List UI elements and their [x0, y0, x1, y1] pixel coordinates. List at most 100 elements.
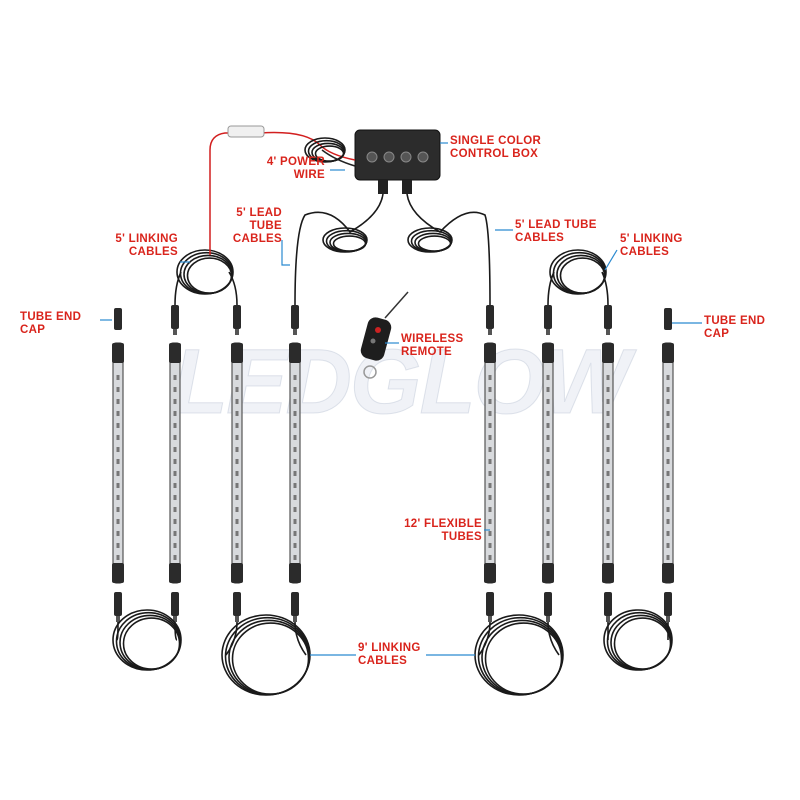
led-chip — [606, 435, 610, 440]
led-chip — [488, 399, 492, 404]
control-box-plug — [402, 180, 412, 194]
tube-end-connector — [289, 563, 301, 583]
led-chip — [116, 387, 120, 392]
tube-end-connector — [602, 563, 614, 583]
led-chip — [293, 507, 297, 512]
tube-end-cap — [114, 308, 122, 330]
led-chip — [293, 471, 297, 476]
led-chip — [173, 495, 177, 500]
led-chip — [606, 543, 610, 548]
bottom-connector — [546, 616, 550, 622]
bottom-connector — [293, 616, 297, 622]
led-chip — [293, 531, 297, 536]
led-chip — [235, 543, 239, 548]
led-chip — [666, 519, 670, 524]
led-chip — [116, 447, 120, 452]
led-chip — [173, 507, 177, 512]
tube-end-connector — [542, 563, 554, 583]
led-chip — [293, 543, 297, 548]
control-box-button — [366, 151, 378, 163]
led-chip — [488, 411, 492, 416]
led-chip — [666, 399, 670, 404]
top-connector — [173, 329, 177, 335]
led-chip — [666, 435, 670, 440]
linking-cable — [228, 271, 238, 306]
lead-cable-coil — [332, 235, 367, 252]
led-chip — [546, 507, 550, 512]
led-chip — [606, 375, 610, 380]
ledglow-watermark: LEDGLOW — [171, 331, 630, 434]
led-chip — [173, 399, 177, 404]
led-chip — [173, 555, 177, 560]
led-chip — [488, 375, 492, 380]
control-box-button — [383, 151, 395, 163]
led-chip — [606, 471, 610, 476]
led-chip — [293, 555, 297, 560]
led-chip — [546, 411, 550, 416]
led-chip — [488, 471, 492, 476]
led-chip — [666, 423, 670, 428]
led-chip — [546, 531, 550, 536]
remote-antenna — [384, 291, 409, 319]
lead-tube-cable — [406, 193, 491, 306]
led-chip — [235, 375, 239, 380]
led-chip — [293, 411, 297, 416]
top-connector — [606, 329, 610, 335]
led-chip — [116, 531, 120, 536]
led-chip — [546, 495, 550, 500]
led-chip — [546, 387, 550, 392]
led-chip — [666, 459, 670, 464]
leader-line — [281, 240, 290, 266]
tube-end-cap — [664, 308, 672, 330]
led-chip — [116, 495, 120, 500]
linking-cable-coil — [186, 257, 233, 294]
led-chip — [606, 411, 610, 416]
led-chip — [666, 471, 670, 476]
led-chip — [666, 507, 670, 512]
led-chip — [173, 459, 177, 464]
top-connector — [544, 305, 552, 329]
bottom-connector — [486, 592, 494, 616]
led-chip — [666, 387, 670, 392]
tube-end-connector — [542, 343, 554, 363]
top-connector — [604, 305, 612, 329]
led-chip — [116, 483, 120, 488]
led-chip — [235, 387, 239, 392]
led-chip — [293, 435, 297, 440]
top-connector — [233, 305, 241, 329]
wireless-remote — [360, 317, 392, 361]
bottom-connector — [171, 592, 179, 616]
led-chip — [488, 507, 492, 512]
led-chip — [173, 471, 177, 476]
led-chip — [546, 447, 550, 452]
remote-button — [370, 338, 376, 344]
led-chip — [606, 531, 610, 536]
led-chip — [235, 495, 239, 500]
linking-cable — [601, 271, 609, 306]
bottom-connector — [604, 592, 612, 616]
led-chip — [606, 399, 610, 404]
led-chip — [173, 435, 177, 440]
led-chip — [116, 399, 120, 404]
inline-fuse — [227, 125, 265, 138]
led-chip — [235, 435, 239, 440]
led-chip — [235, 483, 239, 488]
tube-end-connector — [662, 343, 674, 363]
led-chip — [116, 411, 120, 416]
remote-button — [375, 327, 381, 333]
led-chip — [116, 543, 120, 548]
bottom-connector — [114, 592, 122, 616]
lead-cable-coil — [417, 235, 452, 252]
led-chip — [606, 507, 610, 512]
tube-end-connector — [289, 343, 301, 363]
led-chip — [173, 375, 177, 380]
led-chip — [488, 495, 492, 500]
led-chip — [488, 543, 492, 548]
top-connector — [291, 305, 299, 329]
